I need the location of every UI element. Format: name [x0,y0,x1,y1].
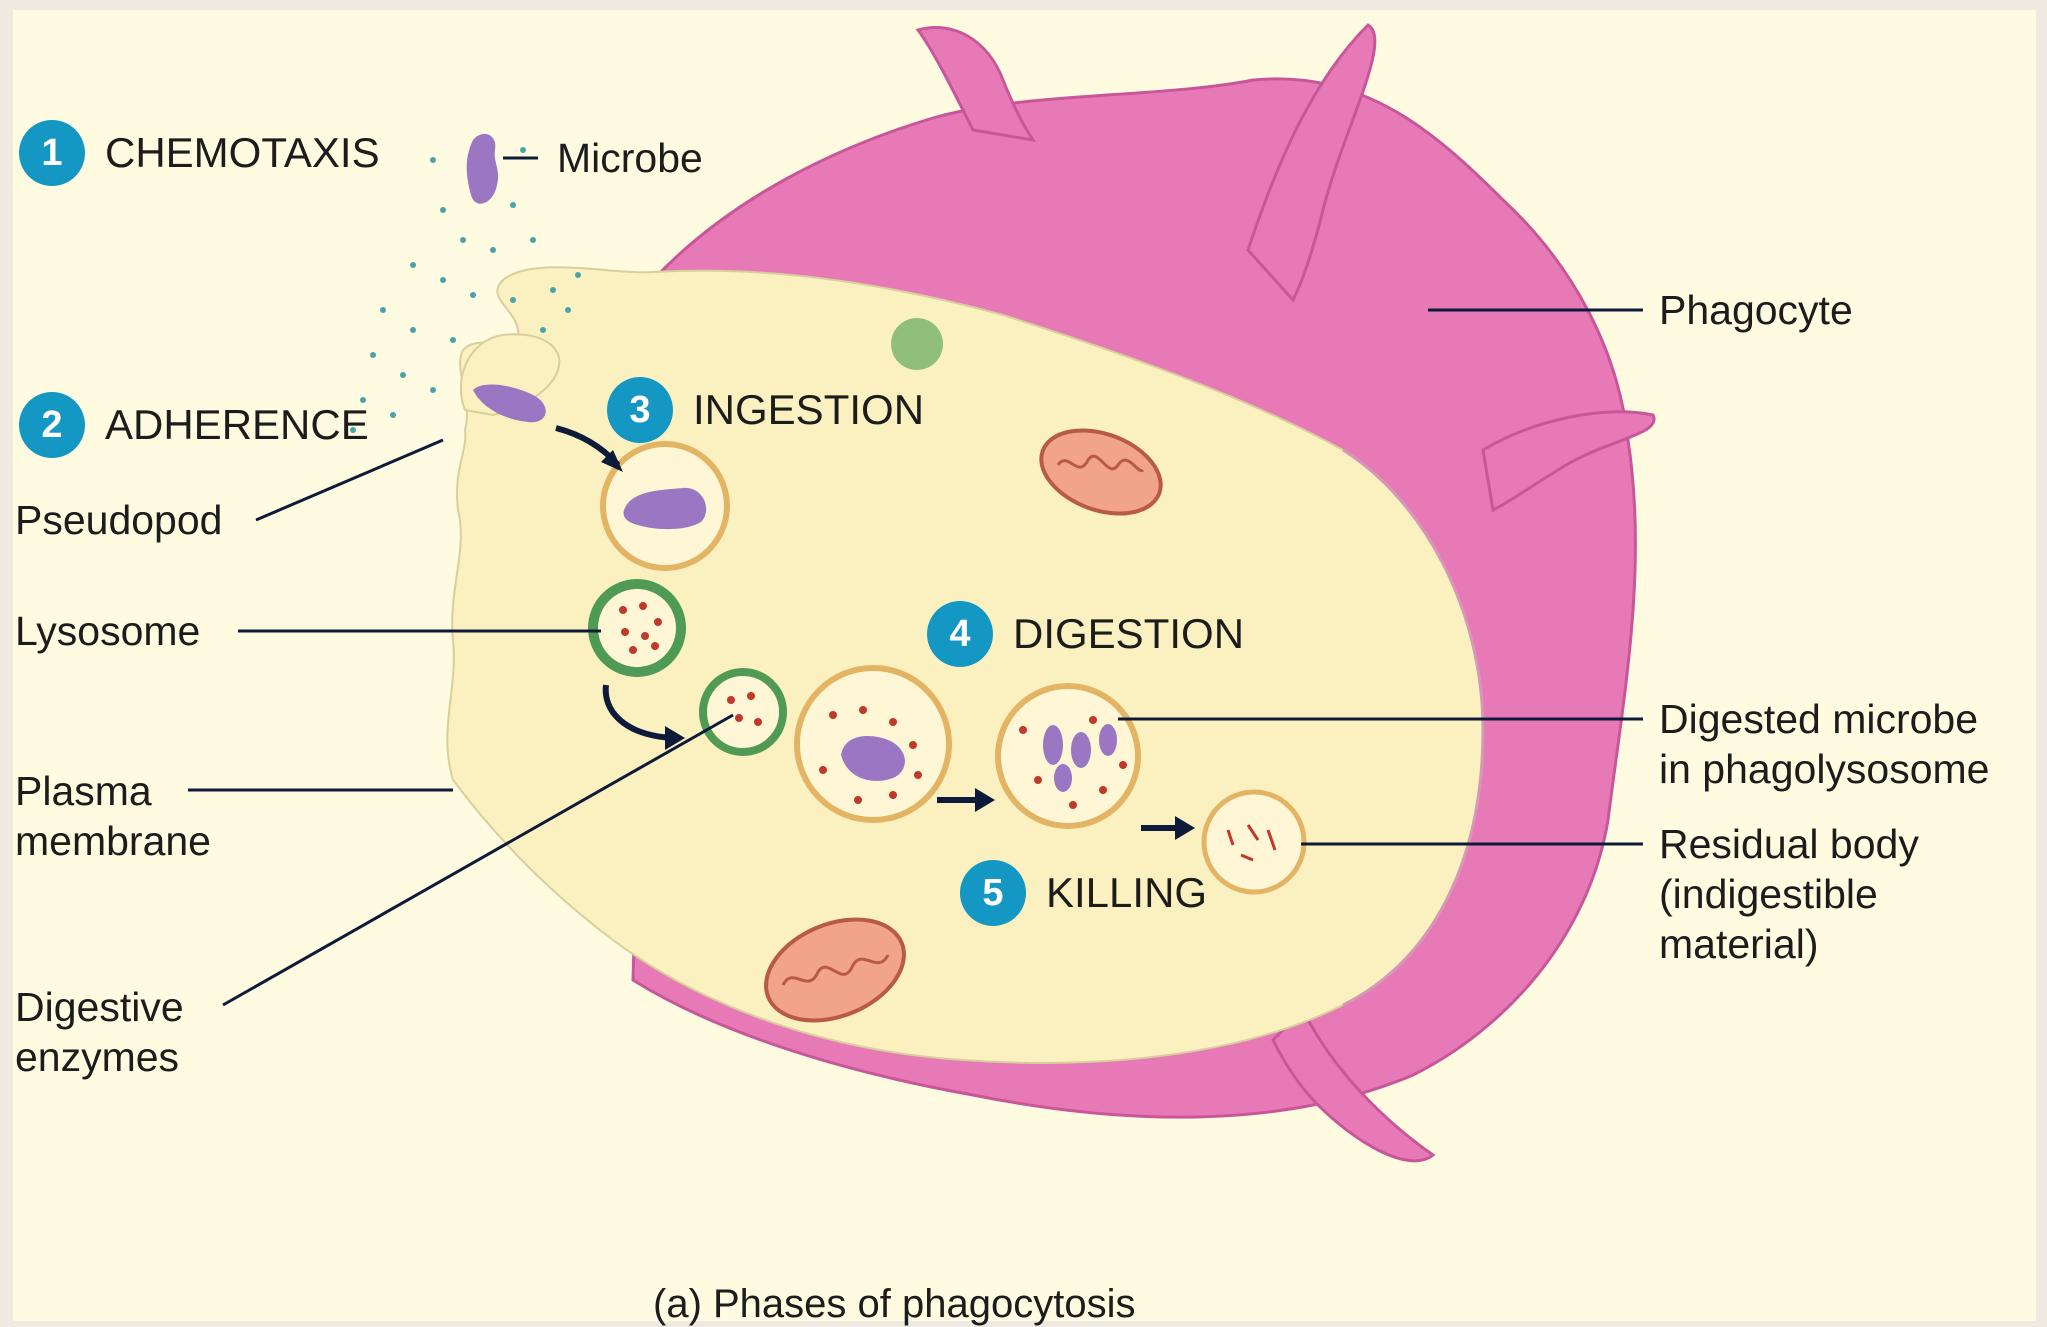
step-badge-2: 2 [19,392,85,458]
step-badge-3: 3 [607,377,673,443]
step-label-digestion: DIGESTION [1013,610,1244,658]
step-label-chemotaxis: CHEMOTAXIS [105,129,380,177]
step-badge-4: 4 [927,601,993,667]
figure-caption: (a) Phases of phagocytosis [653,1282,1135,1327]
step-adherence: 2 ADHERENCE [19,392,369,458]
digesting-phagolysosome [998,686,1138,826]
label-pseudopod: Pseudopod [15,495,222,545]
label-plasma-membrane-line-1: Plasma [15,766,211,816]
label-digested-microbe-line-1: Digested microbe [1659,694,1989,744]
step-digestion: 4 DIGESTION [927,601,1244,667]
label-residual-body-line-2: (indigestible [1659,869,1919,919]
label-microbe: Microbe [557,133,703,183]
step-badge-1: 1 [19,120,85,186]
fusing-lysosome [703,672,783,752]
step-label-ingestion: INGESTION [693,386,924,434]
label-plasma-membrane: Plasma membrane [15,766,211,866]
step-chemotaxis: 1 CHEMOTAXIS [19,120,380,186]
label-phagocyte: Phagocyte [1659,285,1853,335]
step-label-adherence: ADHERENCE [105,401,369,449]
label-digestive-enzymes-line-2: enzymes [15,1032,184,1082]
step-badge-5: 5 [960,860,1026,926]
vesicle-green [891,318,943,370]
step-ingestion: 3 INGESTION [607,377,924,443]
residual-body [1204,792,1304,892]
label-digested-microbe-line-2: in phagolysosome [1659,744,1989,794]
lysosome [593,584,681,672]
free-microbe [467,134,498,204]
label-digestive-enzymes-line-1: Digestive [15,982,184,1032]
phagocytosis-figure: 1 CHEMOTAXIS 2 ADHERENCE 3 INGESTION 4 D… [13,10,2036,1321]
step-label-killing: KILLING [1046,869,1207,917]
label-residual-body-line-3: material) [1659,919,1919,969]
step-killing: 5 KILLING [960,860,1207,926]
label-plasma-membrane-line-2: membrane [15,816,211,866]
label-residual-body-line-1: Residual body [1659,819,1919,869]
label-lysosome: Lysosome [15,606,200,656]
label-digested-microbe: Digested microbe in phagolysosome [1659,694,1989,794]
label-residual-body: Residual body (indigestible material) [1659,819,1919,969]
label-digestive-enzymes: Digestive enzymes [15,982,184,1082]
